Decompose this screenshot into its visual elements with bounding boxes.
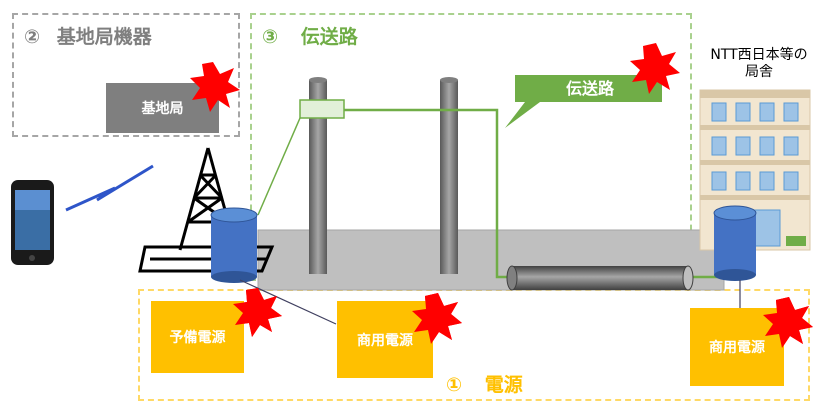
base-station-label: 基地局 bbox=[141, 101, 184, 117]
section-number: ③ bbox=[262, 26, 279, 48]
base-station-section bbox=[12, 13, 240, 137]
transmission-callout-shape bbox=[505, 75, 662, 128]
tower-link-line-a bbox=[257, 117, 301, 216]
section-title: 基地局機器 bbox=[56, 26, 152, 48]
commercial-power-box-right: 商用電源 bbox=[690, 308, 784, 386]
pole-junction-box bbox=[299, 99, 345, 119]
underground-pipe bbox=[506, 265, 694, 291]
base-station-section-label: ② 基地局機器 bbox=[24, 22, 152, 49]
transmission-section-label: ③ 伝送路 bbox=[262, 22, 358, 49]
utility-pole-left bbox=[309, 77, 327, 274]
section-title: 伝送路 bbox=[300, 26, 358, 48]
power-section-label: ① 電源 bbox=[446, 370, 523, 397]
alert-burst-icon bbox=[630, 43, 680, 94]
radio-wave-icon bbox=[65, 164, 154, 212]
commercial-power-box-middle: 商用電源 bbox=[337, 301, 433, 378]
utility-pole-right bbox=[440, 77, 458, 274]
section-number: ② bbox=[24, 26, 41, 48]
section-number: ① bbox=[446, 374, 463, 396]
backup-power-box: 予備電源 bbox=[151, 301, 244, 373]
smartphone-icon bbox=[11, 180, 54, 265]
alert-burst-icon bbox=[190, 62, 240, 112]
ntt-building-label: NTT西日本等の 局舎 bbox=[710, 47, 808, 80]
building-cable-tank bbox=[713, 205, 757, 281]
transmission-callout-label: 伝送路 bbox=[565, 79, 614, 98]
tower-power-cable bbox=[239, 279, 337, 325]
section-title: 電源 bbox=[484, 374, 523, 396]
tower-cable-tank bbox=[210, 207, 258, 283]
